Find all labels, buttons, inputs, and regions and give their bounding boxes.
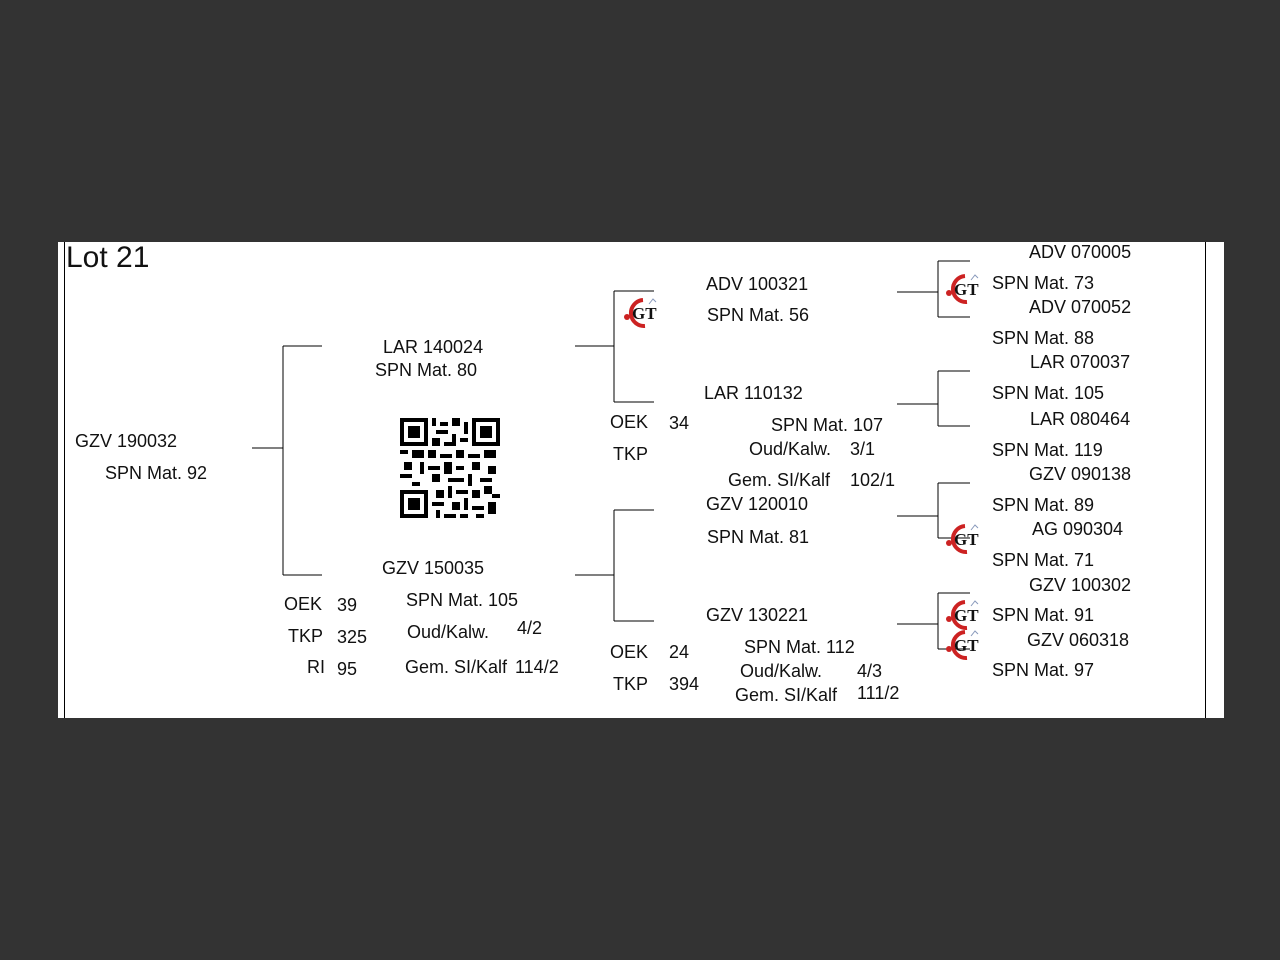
ggp-7-id: GZV 100302 <box>1029 575 1132 595</box>
dam-ri-label: RI <box>307 657 325 677</box>
sire-dam-oek-label: OEK <box>610 412 649 432</box>
right-border <box>1205 242 1206 718</box>
ggp-1-id: ADV 070005 <box>1029 242 1132 262</box>
dam-oek-value: 39 <box>337 595 358 615</box>
ggp-8-spn: SPN Mat. 97 <box>992 660 1095 680</box>
dam-dam-gem-value: 111/2 <box>857 683 900 703</box>
subject-spn: SPN Mat. 92 <box>105 463 208 483</box>
dam-dam-id: GZV 130221 <box>706 605 809 625</box>
sire-dam-spn: SPN Mat. 107 <box>771 415 884 435</box>
ggp-4-id: LAR 080464 <box>1030 409 1131 429</box>
dam-oud-label: Oud/Kalw. <box>407 622 490 642</box>
subject-id: GZV 190032 <box>75 431 178 451</box>
dam-sire-id: GZV 120010 <box>706 494 809 514</box>
sire-dam-gem-label: Gem. SI/Kalf <box>728 470 831 490</box>
dam-oud-value: 4/2 <box>517 618 543 638</box>
sire-dam-oud-value: 3/1 <box>850 439 876 459</box>
ggp-5-spn: SPN Mat. 89 <box>992 495 1095 515</box>
pedigree-sheet: Lot 21 GZV 190032 SPN Mat. 92 LAR 140024… <box>58 242 1224 718</box>
dam-oek-label: OEK <box>284 594 323 614</box>
gt-logo: GT <box>946 600 979 631</box>
gt-logo: GT <box>946 524 979 555</box>
ggp-8-id: GZV 060318 <box>1027 630 1130 650</box>
dam-dam-oud-label: Oud/Kalw. <box>740 661 823 681</box>
dam-gem-value: 114/2 <box>515 657 559 677</box>
ggp-1-spn: SPN Mat. 73 <box>992 273 1095 293</box>
dam-dam-spn: SPN Mat. 112 <box>744 637 855 657</box>
gt-logo: GT <box>624 298 657 329</box>
gt-logo-text: GT <box>954 280 979 299</box>
sire-dam-gem-value: 102/1 <box>850 470 896 490</box>
ggp-6-spn: SPN Mat. 71 <box>992 550 1095 570</box>
dam-tkp-label: TKP <box>288 626 324 646</box>
pedigree-connector-lines <box>252 260 970 650</box>
dam-dam-oek-label: OEK <box>610 642 649 662</box>
ggp-2-spn: SPN Mat. 88 <box>992 328 1095 348</box>
dam-dam-oud-value: 4/3 <box>857 661 883 681</box>
dam-dam-gem-label: Gem. SI/Kalf <box>735 685 838 705</box>
lot-title: Lot 21 <box>66 242 150 274</box>
ggp-7-spn: SPN Mat. 91 <box>992 605 1095 625</box>
dam-dam-oek-value: 24 <box>669 642 690 662</box>
qr-code <box>400 418 500 518</box>
dam-tkp-value: 325 <box>337 627 368 647</box>
dam-dam-tkp-value: 394 <box>669 674 700 694</box>
gt-logo: GT <box>946 274 979 305</box>
sire-spn: SPN Mat. 80 <box>375 360 478 380</box>
gt-logo-text: GT <box>954 606 979 625</box>
sire-sire-id: ADV 100321 <box>706 274 809 294</box>
ggp-3-id: LAR 070037 <box>1030 352 1131 372</box>
dam-id: GZV 150035 <box>382 558 485 578</box>
left-border <box>64 242 65 718</box>
sire-dam-oek-value: 34 <box>669 413 690 433</box>
ggp-2-id: ADV 070052 <box>1029 297 1132 317</box>
gt-logo-text: GT <box>632 304 657 323</box>
sire-id: LAR 140024 <box>383 337 484 357</box>
dam-gem-label: Gem. SI/Kalf <box>405 657 508 677</box>
dam-ri-value: 95 <box>337 659 358 679</box>
dam-sire-spn: SPN Mat. 81 <box>707 527 810 547</box>
dam-spn: SPN Mat. 105 <box>406 590 519 610</box>
ggp-4-spn: SPN Mat. 119 <box>992 440 1103 460</box>
ggp-5-id: GZV 090138 <box>1029 464 1132 484</box>
dam-dam-tkp-label: TKP <box>613 674 649 694</box>
sire-sire-spn: SPN Mat. 56 <box>707 305 810 325</box>
ggp-3-spn: SPN Mat. 105 <box>992 383 1105 403</box>
gt-logo-text: GT <box>954 636 979 655</box>
gt-logo: GT <box>946 630 979 661</box>
gt-logo-text: GT <box>954 530 979 549</box>
sire-dam-id: LAR 110132 <box>704 383 803 403</box>
sire-dam-oud-label: Oud/Kalw. <box>749 439 832 459</box>
ggp-6-id: AG 090304 <box>1032 519 1124 539</box>
sire-dam-tkp-label: TKP <box>613 444 649 464</box>
